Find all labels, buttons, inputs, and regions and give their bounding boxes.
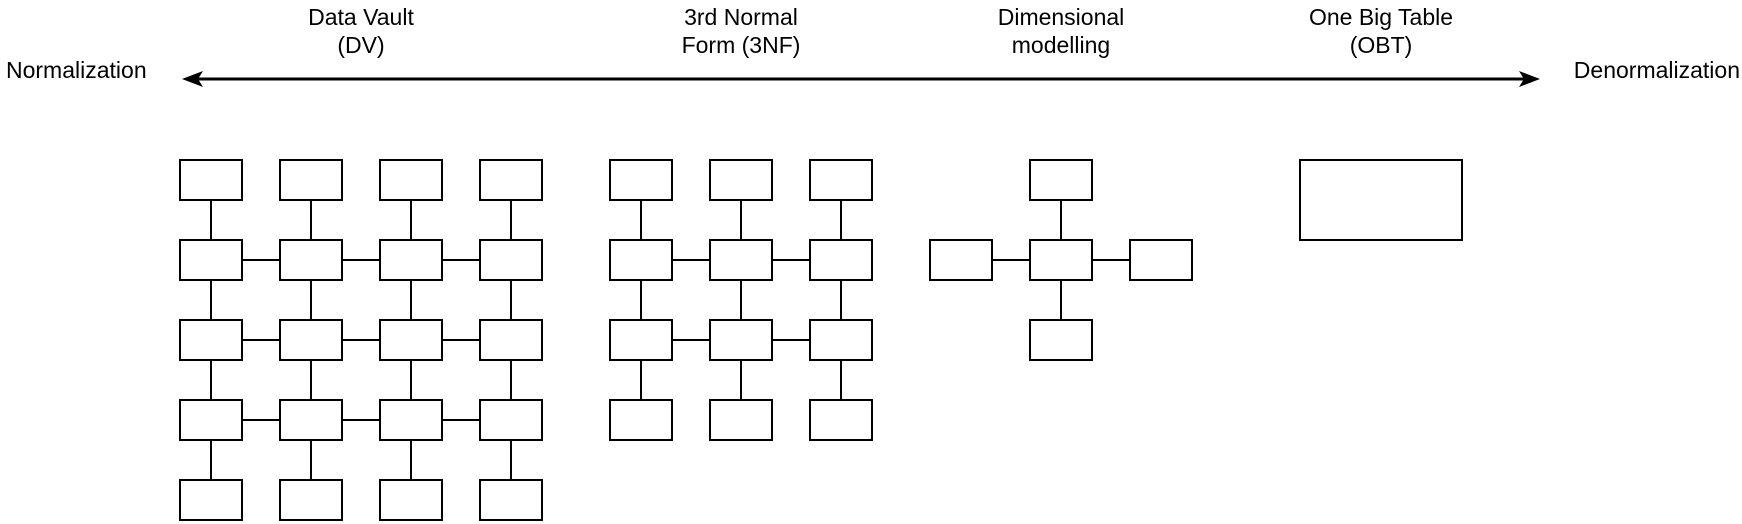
table-box (1029, 319, 1093, 361)
table-box (809, 319, 873, 361)
table-box (929, 239, 993, 281)
table-box (279, 319, 343, 361)
table-box (809, 399, 873, 441)
table-box (1029, 159, 1093, 201)
label-dimensional: Dimensional modelling (931, 3, 1191, 59)
table-box (379, 399, 443, 441)
table-box (279, 399, 343, 441)
table-box (379, 479, 443, 521)
table-box (279, 239, 343, 281)
normalization-label: Normalization (6, 57, 147, 83)
table-box (609, 399, 673, 441)
table-box (479, 479, 543, 521)
table-box (179, 479, 243, 521)
table-box (479, 399, 543, 441)
table-box (1029, 239, 1093, 281)
table-box (709, 159, 773, 201)
label-obt: One Big Table (OBT) (1251, 3, 1511, 59)
arrowhead-left-icon (182, 71, 203, 87)
table-box (379, 159, 443, 201)
label-data-vault-line1: Data Vault (308, 4, 414, 30)
table-box (479, 159, 543, 201)
table-box (609, 159, 673, 201)
table-box (379, 319, 443, 361)
table-box (179, 399, 243, 441)
table-box (279, 479, 343, 521)
table-box (479, 239, 543, 281)
table-box (379, 239, 443, 281)
label-3nf: 3rd Normal Form (3NF) (611, 3, 871, 59)
table-box (609, 239, 673, 281)
label-3nf-line2: Form (3NF) (681, 32, 801, 58)
label-data-vault: Data Vault (DV) (231, 3, 491, 59)
denormalization-label: Denormalization (1573, 57, 1740, 83)
label-obt-line1: One Big Table (1308, 4, 1454, 30)
table-box (179, 239, 243, 281)
table-box (179, 319, 243, 361)
schema-3nf (609, 159, 873, 441)
arrowhead-right-icon (1519, 71, 1540, 87)
label-obt-line2: (OBT) (1349, 32, 1413, 58)
normalization-axis-arrow (182, 71, 1540, 87)
table-box (609, 319, 673, 361)
schema-obt (1299, 159, 1463, 241)
table-box (1299, 159, 1463, 241)
label-data-vault-line2: (DV) (337, 32, 385, 58)
table-box (709, 239, 773, 281)
label-dimensional-line2: modelling (1011, 32, 1111, 58)
table-box (179, 159, 243, 201)
table-box (709, 319, 773, 361)
table-box (1129, 239, 1193, 281)
label-dimensional-line1: Dimensional (997, 4, 1125, 30)
schema-data-vault (179, 159, 543, 521)
table-box (479, 319, 543, 361)
table-box (709, 399, 773, 441)
table-box (809, 239, 873, 281)
schema-dimensional (929, 159, 1193, 361)
table-box (809, 159, 873, 201)
label-3nf-line1: 3rd Normal (684, 4, 798, 30)
table-box (279, 159, 343, 201)
